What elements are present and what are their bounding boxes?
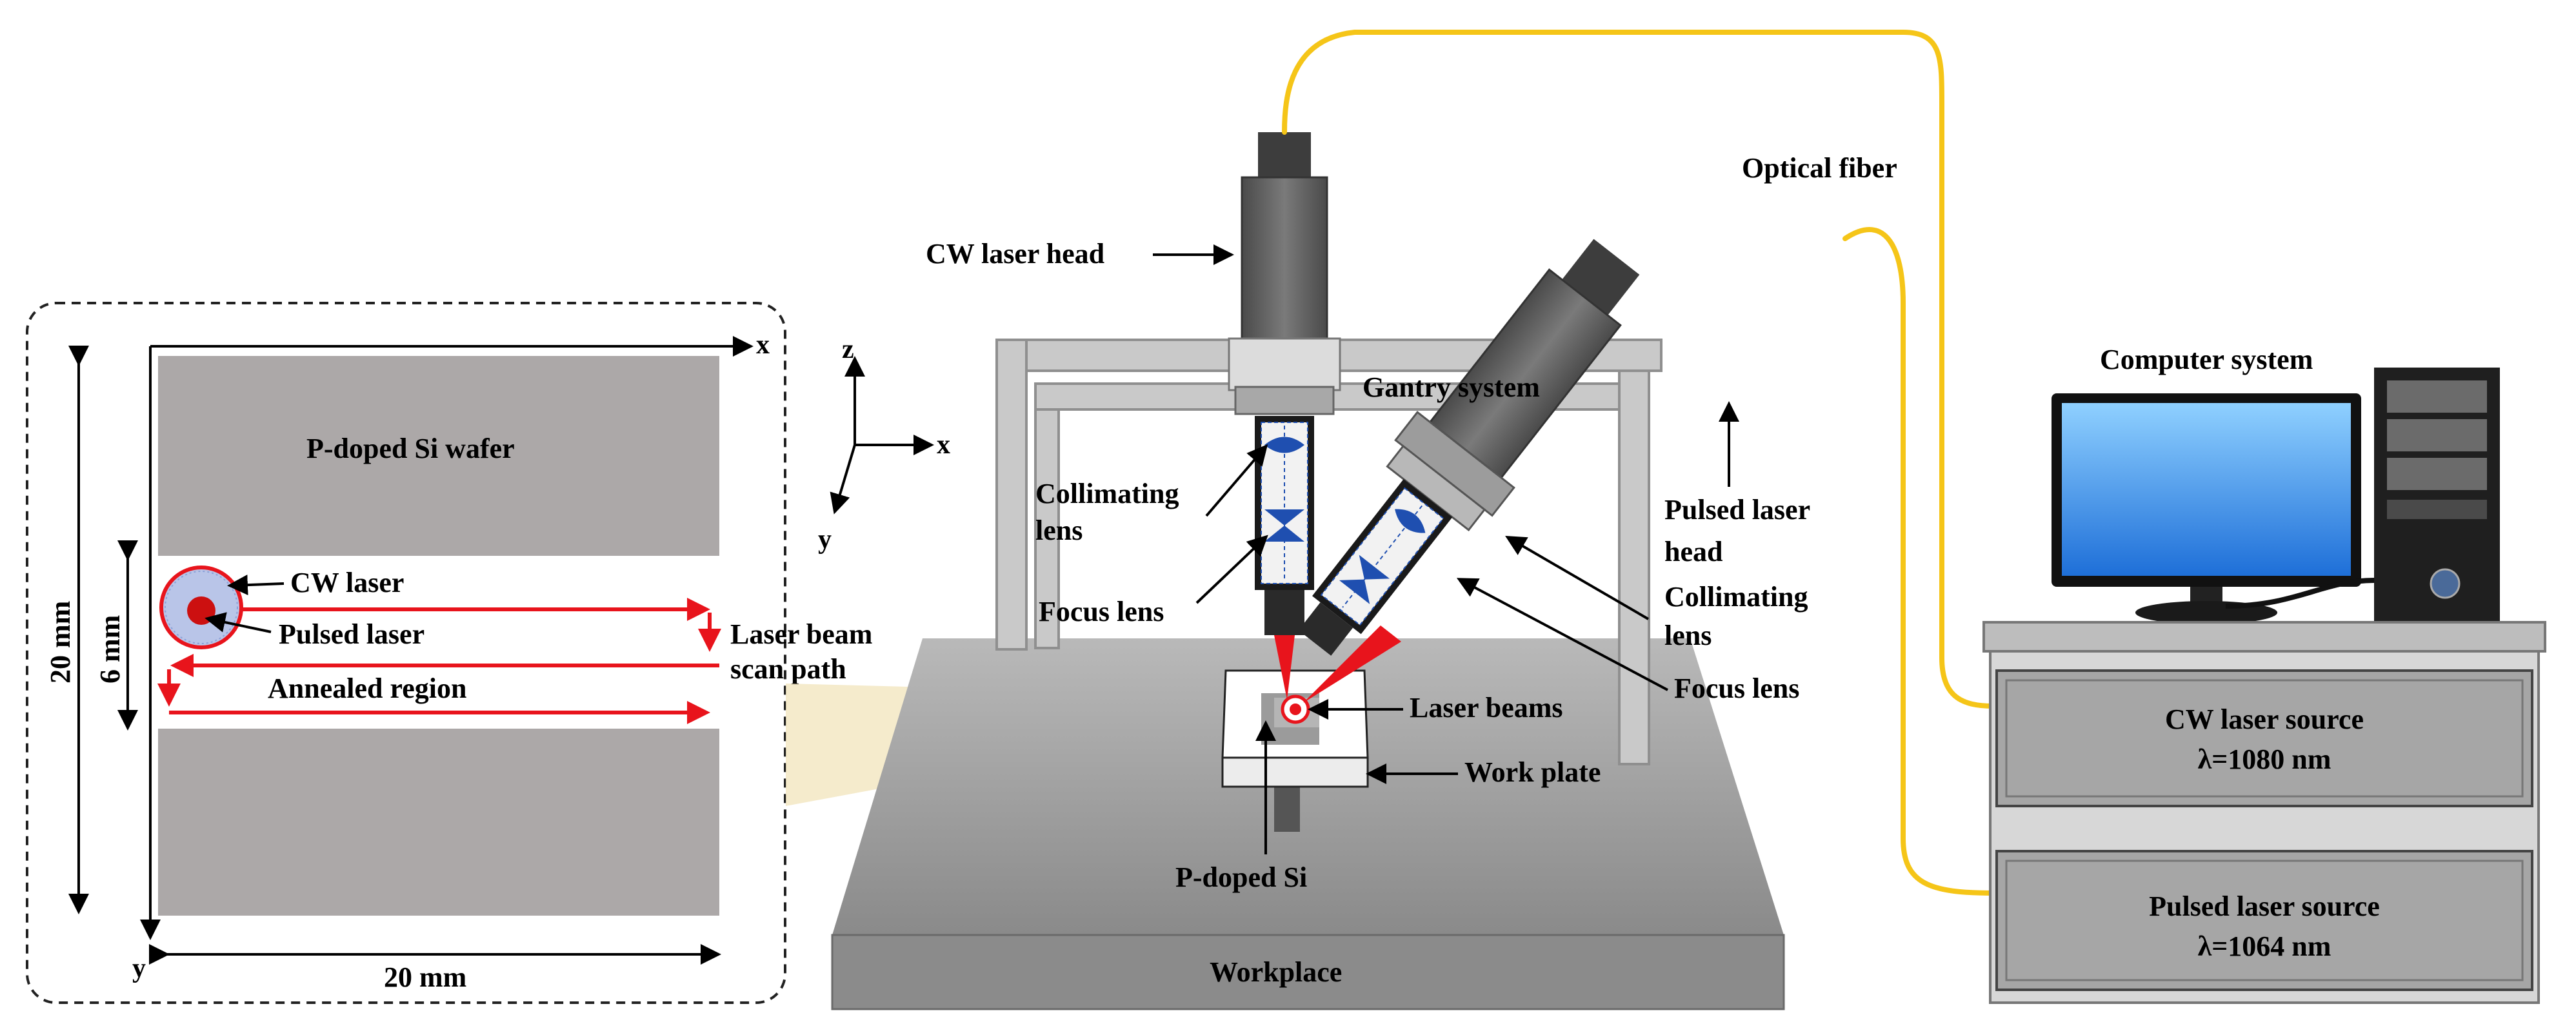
pulsed-head-nozzle	[1298, 602, 1353, 656]
collimating-right-label-2: lens	[1664, 620, 1712, 651]
height-dimension-label: 20 mm	[45, 601, 76, 684]
inset-panel: P-doped Si wafer x y 20 mm 6 mm 20 mm CW…	[26, 302, 872, 1004]
setup-labels: CW laser head Gantry system Collimating …	[926, 152, 1897, 893]
pc-tower-bay-3	[2387, 458, 2487, 490]
wafer-top-region	[158, 356, 719, 556]
cw-laser-spot-hatch	[165, 571, 238, 644]
cw-source-box-inner	[2005, 679, 2524, 798]
scan-path-label-line1: Laser beam	[730, 618, 872, 650]
strip-dimension-label: 6 mm	[94, 615, 126, 684]
cw-head-label: CW laser head	[926, 238, 1104, 270]
cw-head-collar	[1228, 337, 1341, 391]
focus-right-pointer	[1456, 578, 1668, 691]
axis3d-y-label: y	[818, 525, 832, 555]
collimating-left-pointer	[1205, 444, 1268, 517]
axis3d-x-label: x	[937, 430, 950, 460]
pulsed-laser-beam	[1303, 625, 1401, 703]
pc-power-icon	[2430, 568, 2461, 599]
pc-tower-slot	[2387, 500, 2487, 519]
cw-laser-head	[1228, 132, 1341, 700]
focus-right-label: Focus lens	[1674, 673, 1799, 704]
p-doped-si-label: P-doped Si	[1175, 861, 1307, 893]
pulsed-head-collar-2	[1386, 444, 1486, 531]
gantry-label: Gantry system	[1363, 371, 1540, 403]
pulsed-source-box	[1995, 850, 2533, 991]
scan-path-label-line2: scan path	[730, 653, 846, 685]
gantry-right-post	[1618, 369, 1650, 765]
laser-beams-label: Laser beams	[1410, 692, 1563, 723]
collimating-right-pointer	[1505, 535, 1650, 620]
pulsed-collimating-lens-icon	[1395, 509, 1426, 533]
monitor-cable	[2225, 578, 2375, 609]
fiber-cw	[1282, 30, 1996, 709]
optical-fibers	[1282, 30, 1996, 896]
inset-axis-x-label: x	[756, 330, 770, 360]
width-dimension-label: 20 mm	[384, 961, 466, 993]
wafer-label: P-doped Si wafer	[306, 433, 515, 464]
pulsed-source-label-2: λ=1064 nm	[2198, 930, 2331, 962]
computer-system: Computer system CW laser source λ=1080 n…	[1982, 344, 2546, 1004]
pulsed-laser-label: Pulsed laser	[279, 618, 424, 650]
cw-laser-pointer	[227, 575, 285, 596]
collimating-right-label-1: Collimating	[1664, 581, 1808, 613]
axis3d-y	[830, 444, 856, 515]
computer-label: Computer system	[2100, 344, 2313, 375]
pulsed-lens-axis	[1342, 505, 1423, 608]
pulsed-head-label-2: head	[1664, 536, 1722, 567]
cw-source-label-1: CW laser source	[2165, 703, 2364, 735]
gantry-left-post	[995, 339, 1028, 651]
monitor-screen	[2062, 403, 2351, 576]
pulsed-source-label-1: Pulsed laser source	[2149, 890, 2380, 922]
desk-top	[1982, 621, 2546, 653]
inset-frame	[26, 302, 786, 1004]
cw-source-label-2: λ=1080 nm	[2198, 743, 2331, 775]
pulsed-head-cap	[1562, 239, 1640, 316]
table-front	[831, 934, 1785, 1010]
axis3d-z-label: z	[842, 335, 854, 364]
laser-beams-spot-inner	[1290, 703, 1301, 715]
pulsed-source-box-inner	[2005, 860, 2524, 981]
cw-head-nozzle	[1264, 590, 1304, 635]
inset-axis-y-label: y	[132, 954, 146, 983]
focus-left-pointer	[1195, 535, 1268, 604]
pulsed-laser-head	[1298, 239, 1640, 656]
collimating-left-label-2: lens	[1035, 515, 1083, 546]
axes-3d: z x y	[818, 335, 950, 555]
cw-head-body	[1241, 176, 1328, 340]
work-plate-stand	[1274, 783, 1300, 832]
pulsed-head-label-1: Pulsed laser	[1664, 494, 1810, 526]
cw-head-collar-band	[1234, 386, 1335, 415]
cw-laser-beam	[1274, 635, 1295, 700]
cw-source-box	[1995, 669, 2533, 807]
work-plate-label: Work plate	[1464, 756, 1601, 788]
gantry-inner-left	[1034, 382, 1060, 649]
collimating-left-label-1: Collimating	[1035, 478, 1179, 509]
cw-laser-label: CW laser	[290, 567, 404, 598]
wafer-bottom-region	[158, 729, 719, 916]
cw-head-cap	[1258, 132, 1311, 177]
pulsed-laser-pointer	[205, 612, 272, 633]
fiber-pulsed	[1842, 227, 1996, 896]
workplace-label: Workplace	[1210, 956, 1342, 988]
optical-fiber-label: Optical fiber	[1742, 152, 1897, 184]
pc-tower-bay-1	[2387, 380, 2487, 413]
cw-collimating-lens-icon	[1264, 437, 1304, 453]
work-plate-front	[1221, 756, 1369, 788]
annealed-region-label: Annealed region	[268, 673, 466, 704]
pc-tower-bay-2	[2387, 419, 2487, 451]
focus-left-label: Focus lens	[1039, 596, 1164, 627]
